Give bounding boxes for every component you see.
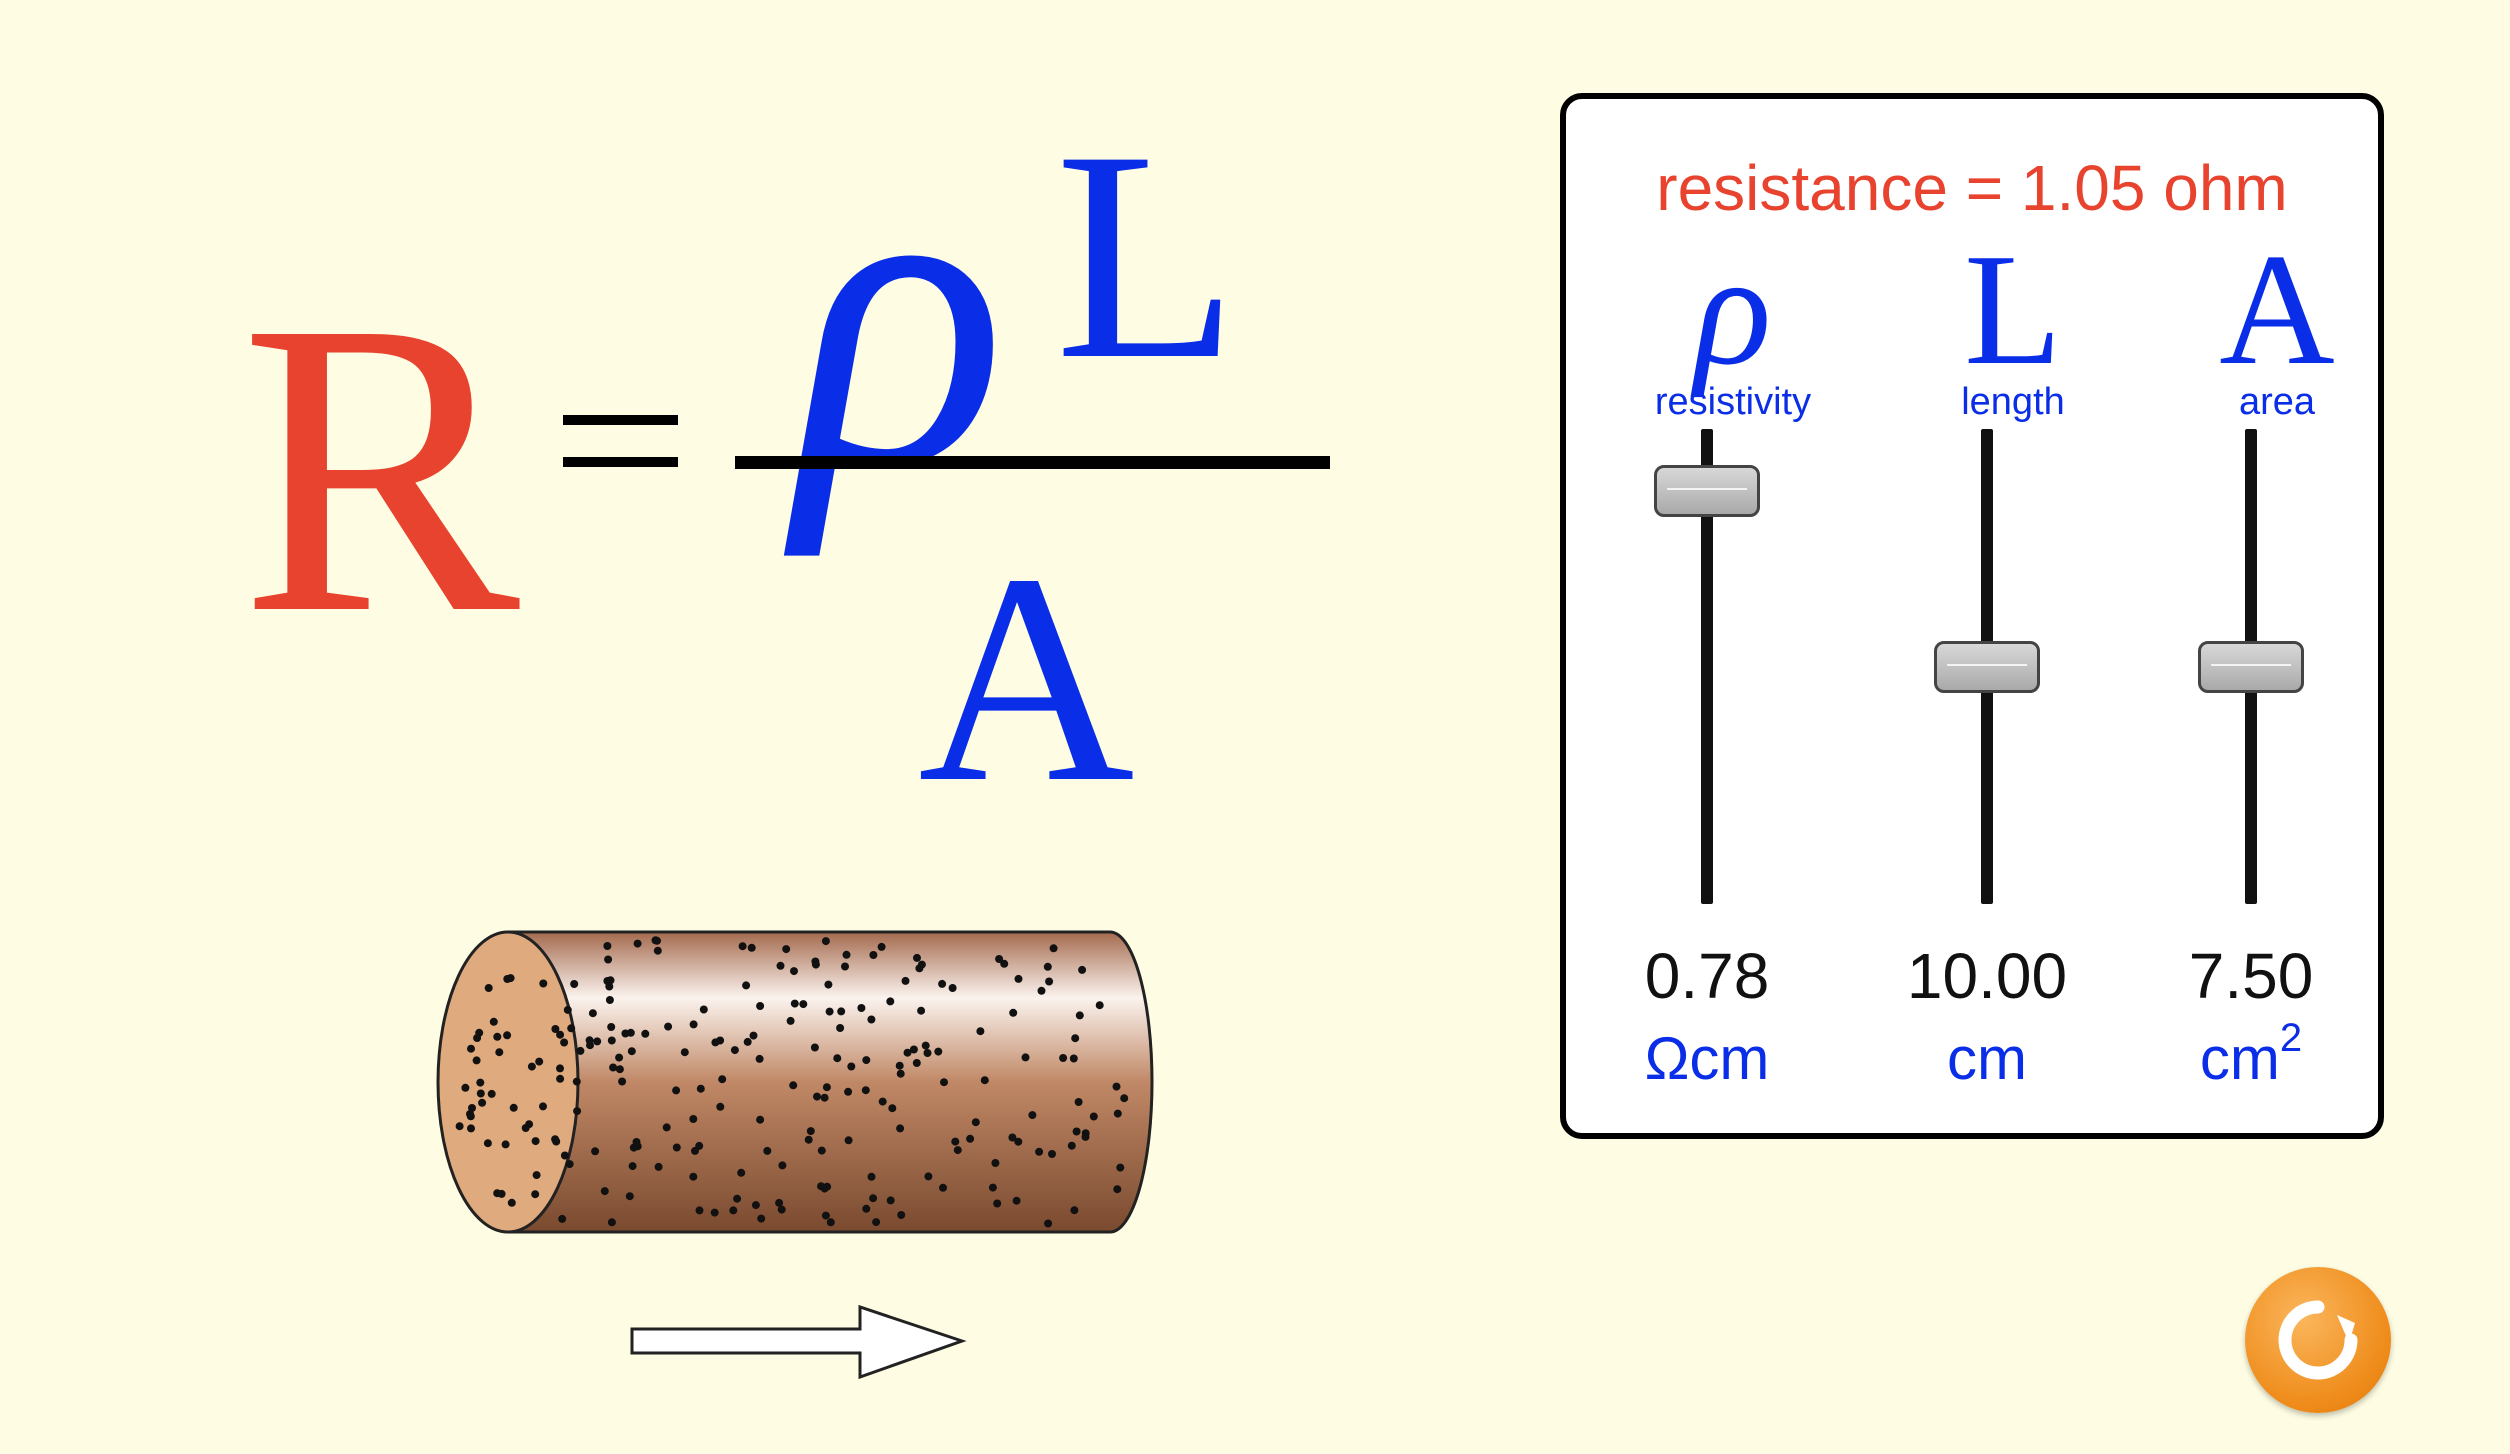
equation-L: L (1055, 105, 1238, 405)
resistivity-unit: Ωcm (1597, 1024, 1817, 1093)
area-symbol: A (2167, 229, 2387, 389)
equation-A: A (918, 528, 1135, 828)
fraction-bar (735, 456, 1330, 469)
current-direction-arrow-icon (628, 1303, 968, 1383)
length-slider-thumb[interactable] (1934, 641, 2040, 693)
length-unit: cm (1877, 1024, 2097, 1093)
resistivity-value: 0.78 (1597, 939, 1817, 1013)
wire-cylinder (430, 920, 1170, 1240)
area-slider-thumb[interactable] (2198, 641, 2304, 693)
reset-button[interactable] (2245, 1267, 2391, 1413)
equals-sign-bottom-bar (563, 457, 678, 467)
resistivity-slider-thumb[interactable] (1654, 465, 1760, 517)
length-value: 10.00 (1877, 939, 2097, 1013)
area-label: area (2167, 381, 2387, 424)
area-value: 7.50 (2141, 939, 2361, 1013)
column-resistivity: ρ resistivity (1623, 229, 1843, 424)
length-symbol: L (1903, 229, 2123, 389)
column-area: A area (2167, 229, 2387, 424)
resistivity-symbol: ρ (1623, 229, 1843, 389)
reset-icon (2245, 1267, 2391, 1413)
length-label: length (1903, 381, 2123, 424)
equation-rho: ρ (795, 95, 1006, 535)
column-length: L length (1903, 229, 2123, 424)
equals-sign-top-bar (563, 415, 678, 425)
control-panel: resistance = 1.05 ohm ρ resistivity 0.78… (1560, 93, 2384, 1139)
resistivity-label: resistivity (1623, 381, 1843, 424)
area-unit: cm2 (2141, 1024, 2361, 1093)
equation-R: R (240, 258, 520, 678)
resistance-readout: resistance = 1.05 ohm (1566, 151, 2378, 225)
